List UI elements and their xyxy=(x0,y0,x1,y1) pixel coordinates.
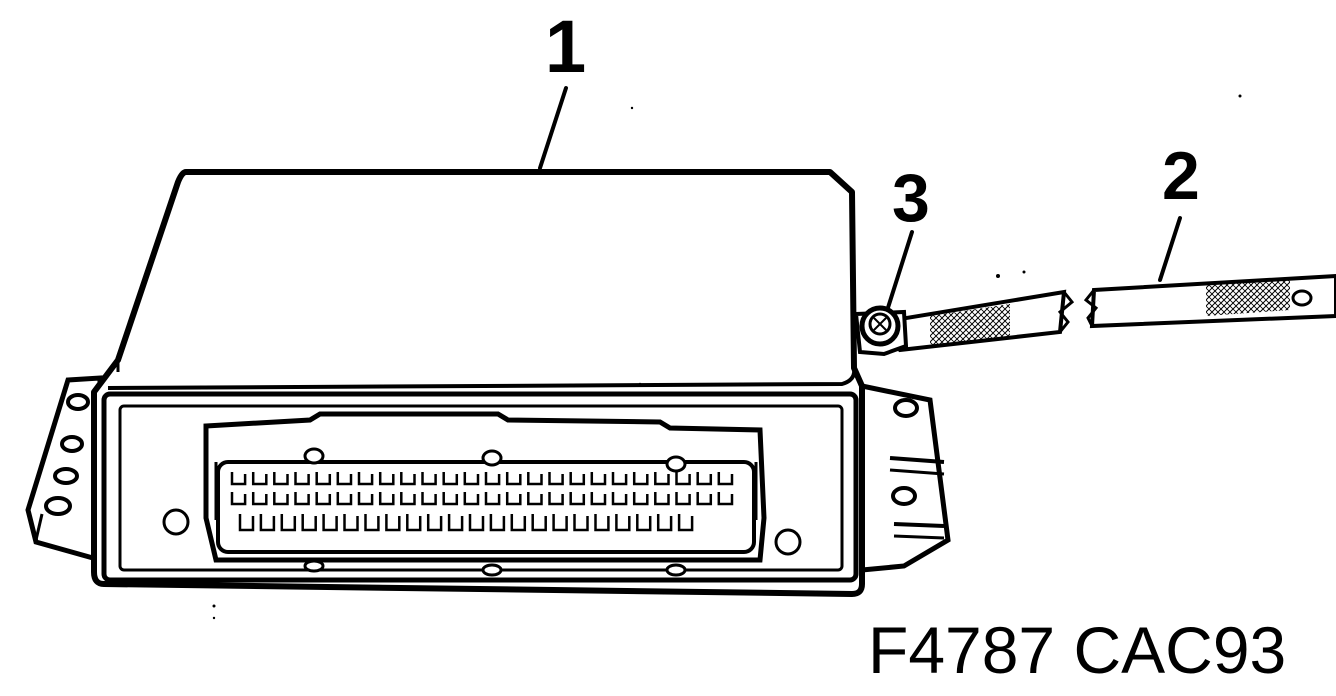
pin-slot xyxy=(301,514,317,532)
pin-slot xyxy=(273,472,289,486)
pin-slot xyxy=(548,472,564,486)
pin-slot xyxy=(343,514,359,532)
pin-slot xyxy=(294,492,310,506)
pin-slot xyxy=(548,492,564,506)
pin-slot xyxy=(484,472,501,486)
leader-lines xyxy=(538,86,1182,316)
pin-slot xyxy=(505,492,522,506)
pin-slot xyxy=(294,472,310,486)
pin-slot xyxy=(590,472,607,486)
pin-slot xyxy=(489,514,506,532)
pin-slot xyxy=(357,472,374,486)
left-mounting-flange xyxy=(25,375,103,564)
pin-slot xyxy=(378,472,395,486)
figure-code: F4787 CAC93 xyxy=(868,613,1287,687)
pin-slot xyxy=(654,472,670,486)
pin-slot xyxy=(531,514,547,532)
pin-slot xyxy=(230,472,247,486)
pin-slot xyxy=(442,472,459,486)
pin-slot xyxy=(251,492,268,506)
pin-slot xyxy=(654,492,670,506)
pin-slot xyxy=(615,514,631,532)
pin-slot xyxy=(677,514,694,532)
pin-slot xyxy=(357,492,374,506)
pin-slot xyxy=(400,472,416,486)
print-specks xyxy=(212,94,1242,620)
pin-slot xyxy=(590,492,607,506)
pin-slot xyxy=(385,514,401,532)
pin-slot xyxy=(463,472,480,486)
pin-slot xyxy=(315,492,332,506)
pin-slot xyxy=(421,472,437,486)
pin-slot xyxy=(230,492,247,506)
pin-slot xyxy=(611,492,628,506)
pin-slot xyxy=(510,514,527,532)
pin-slot xyxy=(336,472,353,486)
pin-slot xyxy=(675,492,691,506)
pin-slot xyxy=(468,514,485,532)
pin-slot xyxy=(259,514,276,532)
pin-slot xyxy=(273,492,289,506)
pin-slot xyxy=(406,514,422,532)
pin-slot xyxy=(573,514,589,532)
connector-pins xyxy=(230,472,734,532)
pin-slot xyxy=(400,492,416,506)
leader-line-3 xyxy=(884,230,914,316)
pin-slot xyxy=(315,472,332,486)
pin-slot xyxy=(484,492,501,506)
pin-slot xyxy=(527,492,543,506)
pin-slot xyxy=(421,492,437,506)
pin-slot xyxy=(447,514,464,532)
callout-1-label: 1 xyxy=(545,5,587,88)
pin-slot xyxy=(442,492,459,506)
pin-slot xyxy=(336,492,353,506)
pin-slot xyxy=(527,472,543,486)
pin-slot xyxy=(632,472,649,486)
pin-slot xyxy=(463,492,480,506)
ground-screw xyxy=(853,305,909,357)
pin-slot xyxy=(552,514,568,532)
pin-slot xyxy=(656,514,673,532)
pin-slot xyxy=(696,492,713,506)
leader-line-1 xyxy=(538,86,568,170)
pin-slot xyxy=(594,514,610,532)
pin-slot xyxy=(675,472,691,486)
callout-3-label: 3 xyxy=(892,160,930,236)
leader-line-2 xyxy=(1158,216,1182,282)
pin-slot xyxy=(251,472,268,486)
pin-slot xyxy=(569,472,586,486)
pin-slot xyxy=(611,472,628,486)
pin-slot xyxy=(632,492,649,506)
pin-slot xyxy=(364,514,380,532)
pin-slot xyxy=(569,492,586,506)
ground-strap xyxy=(878,273,1336,353)
pin-slot xyxy=(322,514,338,532)
pin-slot xyxy=(505,472,522,486)
pin-slot xyxy=(238,514,255,532)
pin-slot xyxy=(717,472,734,486)
pin-slot xyxy=(696,472,713,486)
pin-slot xyxy=(378,492,395,506)
right-mounting-flange xyxy=(859,382,951,573)
pin-slot xyxy=(636,514,652,532)
callout-2-label: 2 xyxy=(1162,138,1200,214)
pin-slot xyxy=(717,492,734,506)
pin-slot xyxy=(426,514,443,532)
pin-slot xyxy=(280,514,297,532)
